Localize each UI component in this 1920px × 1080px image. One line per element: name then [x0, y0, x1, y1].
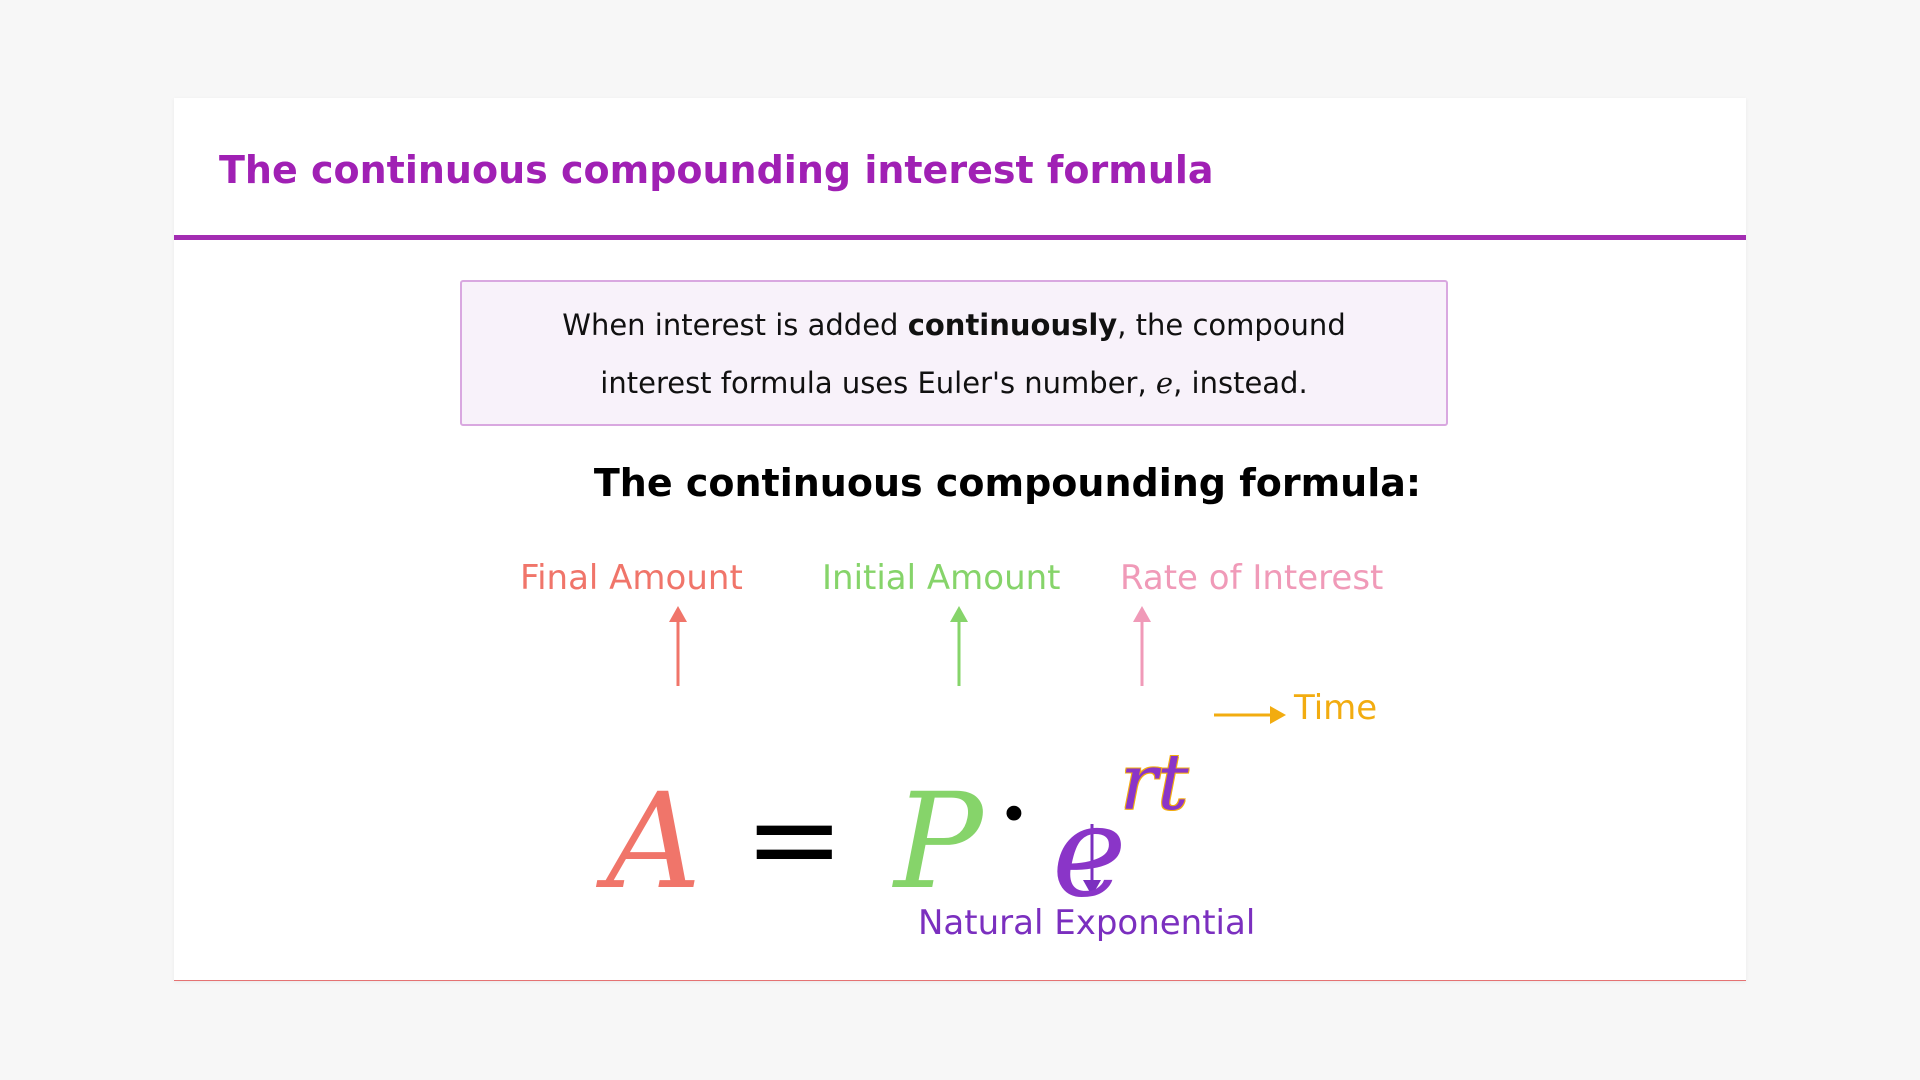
label-natural-exponential: Natural Exponential [918, 903, 1256, 943]
title-divider [174, 235, 1746, 240]
label-final-amount: Final Amount [520, 558, 743, 598]
callout-text: interest formula uses Euler's number, [600, 366, 1156, 400]
callout-text: , instead. [1173, 366, 1308, 400]
arrow-right-time-icon [1214, 706, 1286, 724]
arrow-up-final-icon [669, 606, 687, 686]
formula-euler: e [1052, 778, 1127, 925]
callout-text: When interest is added [562, 308, 908, 342]
card-bottom-border [174, 980, 1746, 981]
formula-equals: = [744, 770, 845, 909]
arrow-up-initial-icon [950, 606, 968, 686]
label-time: Time [1294, 688, 1378, 728]
info-callout: When interest is added continuously, the… [460, 280, 1448, 426]
arrow-up-rate-icon [1133, 606, 1151, 686]
formula-principal: P [894, 765, 983, 919]
label-rate-of-interest: Rate of Interest [1120, 558, 1384, 598]
euler-symbol: e [1155, 366, 1174, 400]
page-title: The continuous compounding interest form… [219, 148, 1214, 192]
formula-final-amount: A [606, 765, 702, 919]
callout-emphasis: continuously [907, 308, 1118, 342]
formula-exponent: rt [1120, 738, 1189, 828]
arrow-down-natural-icon [1083, 824, 1101, 896]
formula-heading: The continuous compounding formula: [593, 461, 1422, 505]
callout-line-1: When interest is added continuously, the… [462, 296, 1446, 354]
callout-text: , the compound [1117, 308, 1346, 342]
label-initial-amount: Initial Amount [822, 558, 1061, 598]
slide-card: The continuous compounding interest form… [174, 98, 1746, 981]
annotation-arrows [669, 606, 1286, 896]
callout-line-2: interest formula uses Euler's number, e,… [462, 354, 1446, 412]
formula-multiply: · [1000, 766, 1028, 860]
